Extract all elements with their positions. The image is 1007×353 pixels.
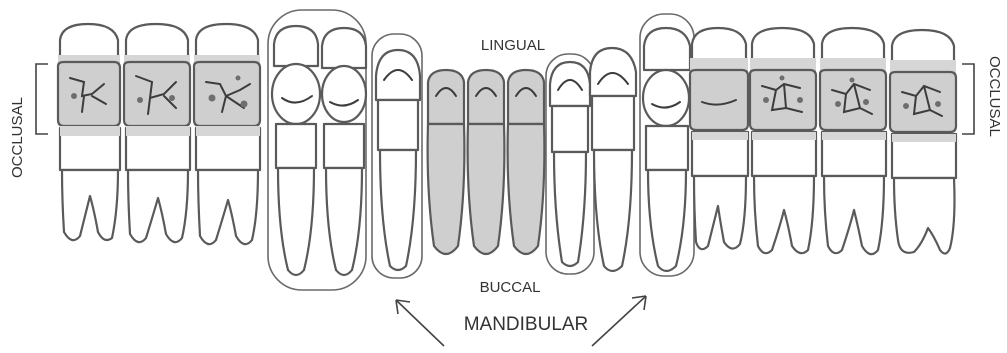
incisor-1 xyxy=(428,70,465,254)
occlusal-left-label: OCCLUSAL xyxy=(9,97,26,178)
molar-right-4 xyxy=(890,30,956,254)
buccal-label: BUCCAL xyxy=(480,279,541,296)
molar-right-3 xyxy=(820,28,886,254)
canine-left xyxy=(376,50,420,270)
premolar-left-1 xyxy=(272,26,320,275)
occlusal-left-bracket xyxy=(36,64,48,134)
lingual-label: LINGUAL xyxy=(481,37,545,54)
canine-right xyxy=(550,62,590,266)
molar-right-2 xyxy=(750,28,816,253)
occlusal-right-marker: OCCLUSAL xyxy=(962,56,1003,137)
molar-right-1 xyxy=(690,28,748,249)
occlusal-right-bracket xyxy=(962,64,974,134)
molar-left-2 xyxy=(124,24,190,242)
molar-left-1 xyxy=(58,24,120,240)
premolar-right-1 xyxy=(590,48,636,271)
occlusal-left-marker: OCCLUSAL xyxy=(9,64,48,178)
incisor-3 xyxy=(508,70,545,254)
mandibular-label: MANDIBULAR xyxy=(464,314,589,335)
mandibular-right-arrow xyxy=(592,296,646,346)
premolar-left-2 xyxy=(322,28,366,275)
molar-left-3 xyxy=(194,24,260,244)
incisor-2 xyxy=(468,70,505,254)
occlusal-right-label: OCCLUSAL xyxy=(986,56,1003,137)
mandibular-left-arrow xyxy=(396,300,444,346)
premolar-right-2 xyxy=(643,28,690,271)
